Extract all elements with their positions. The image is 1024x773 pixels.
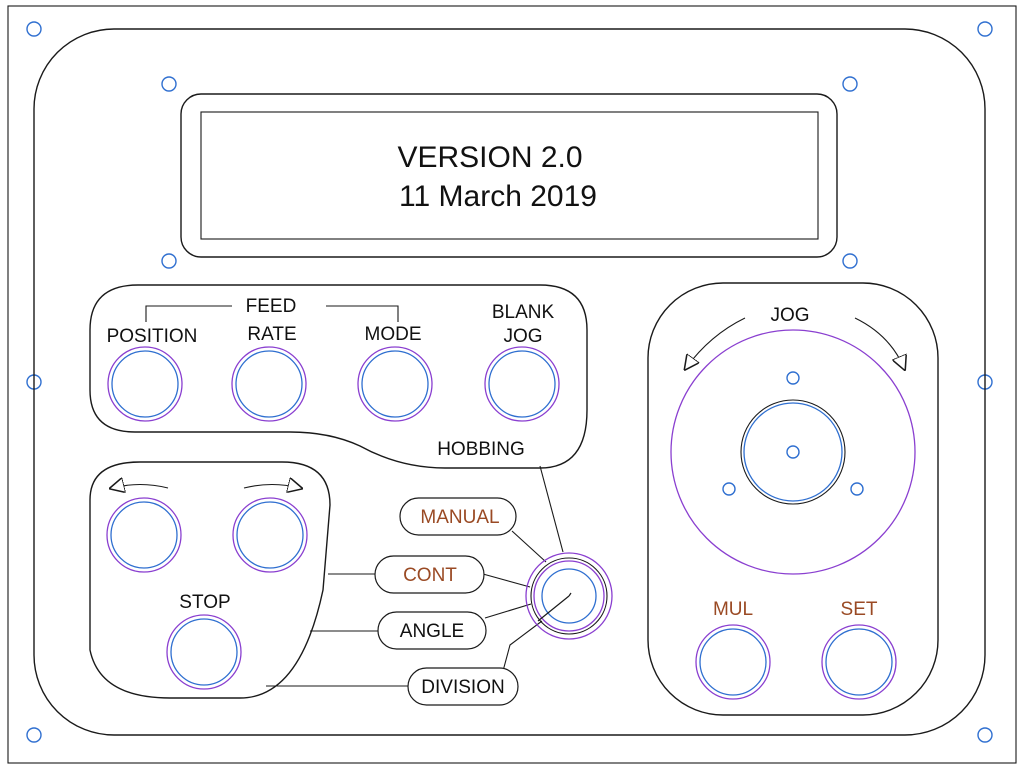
lcd-line-2: 11 March 2019 (399, 180, 597, 213)
selector-angle-label: ANGLE (400, 621, 464, 642)
selector-pointer (537, 595, 570, 622)
function-group-outline (89, 284, 588, 469)
selector-leaders (266, 465, 564, 687)
selector-manual-label: MANUAL (420, 507, 499, 528)
mounting-hole-icon (977, 21, 993, 37)
arrow-cw-icon (854, 317, 904, 368)
cw-button[interactable] (232, 497, 308, 573)
mode-button[interactable] (357, 346, 433, 422)
position-label: POSITION (107, 326, 198, 347)
mounting-hole-icon (842, 253, 858, 269)
lcd-bezel (180, 93, 838, 258)
mounting-hole-icon (26, 21, 42, 37)
mounting-hole-icon (786, 445, 800, 459)
mounting-hole-icon (977, 727, 993, 743)
set-label: SET (841, 599, 878, 620)
mul-button[interactable] (695, 624, 771, 700)
selector-position-manual[interactable]: MANUAL (399, 497, 517, 536)
selector-position-cont[interactable]: CONT (374, 555, 485, 594)
arrow-cw-icon (243, 485, 300, 489)
blank-label: BLANK (492, 302, 555, 323)
mounting-hole-icon (842, 76, 858, 92)
panel-outline (33, 28, 986, 736)
mounting-hole-icon (161, 76, 177, 92)
jog-handwheel[interactable] (670, 329, 916, 575)
selector-position-division[interactable]: DIVISION (407, 667, 519, 706)
rate-button[interactable] (231, 346, 307, 422)
selector-division-label: DIVISION (421, 677, 504, 698)
mounting-hole-icon (786, 371, 800, 385)
mul-label: MUL (713, 599, 753, 620)
mounting-hole-icon (161, 253, 177, 269)
position-button[interactable] (107, 346, 183, 422)
lcd-window (200, 111, 819, 240)
mounting-hole-icon (26, 727, 42, 743)
jog-wheel-label: JOG (770, 305, 809, 326)
arrow-ccw-icon (686, 317, 746, 368)
mounting-hole-icon (850, 482, 864, 496)
set-button[interactable] (821, 624, 897, 700)
selector-position-angle[interactable]: ANGLE (377, 611, 487, 650)
selector-cont-label: CONT (403, 565, 457, 586)
hobbing-label: HOBBING (437, 439, 525, 460)
blank-jog-button[interactable] (484, 346, 560, 422)
mounting-hole-icon (722, 482, 736, 496)
mode-selector-knob[interactable] (525, 552, 613, 640)
lcd-line-1: VERSION 2.0 (397, 141, 582, 174)
sheet-border (7, 5, 1017, 764)
feed-label: FEED (246, 296, 297, 317)
stop-label: STOP (179, 592, 230, 613)
ccw-button[interactable] (106, 497, 182, 573)
rate-label: RATE (247, 324, 296, 345)
stop-button[interactable] (166, 614, 242, 690)
mode-label: MODE (365, 324, 422, 345)
feed-bracket (145, 305, 399, 322)
motor-group-outline (89, 461, 331, 699)
arrow-ccw-icon (112, 485, 169, 489)
jog-group-outline (647, 282, 939, 716)
blank-jog-label: JOG (503, 326, 542, 347)
